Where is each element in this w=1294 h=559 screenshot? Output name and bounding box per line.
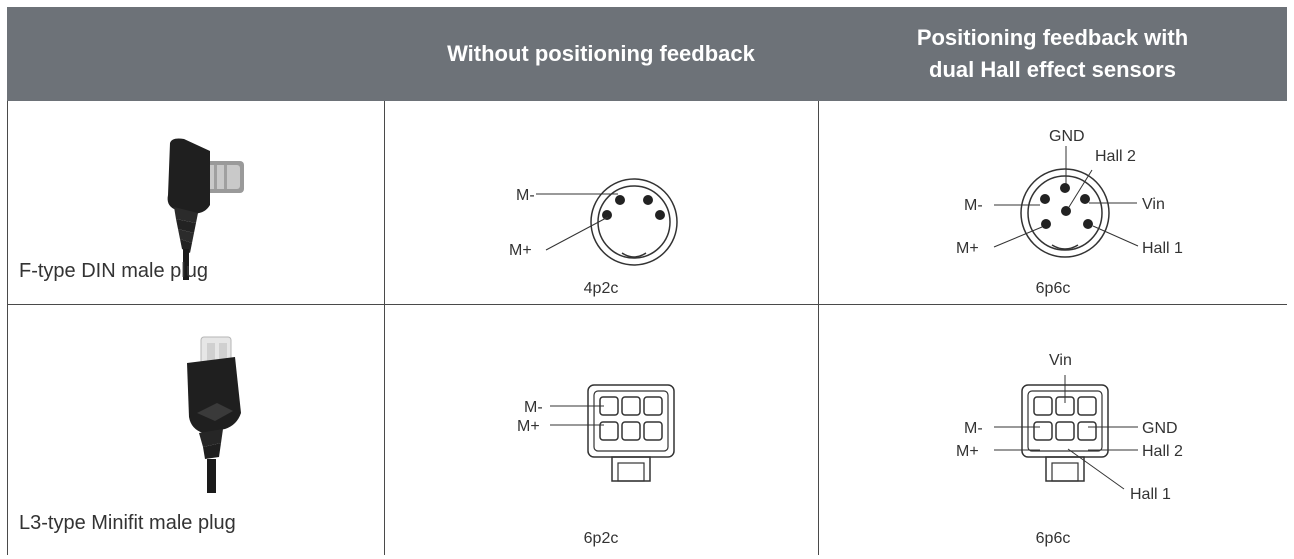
connector-4p2c-diagram: M- M+ xyxy=(509,178,678,266)
label-m-plus: M+ xyxy=(956,443,979,460)
label-hall-1: Hall 1 xyxy=(1130,486,1171,503)
connector-6p2c-diagram: M- M+ xyxy=(517,384,675,482)
header-without-feedback-text: Without positioning feedback xyxy=(447,41,755,66)
header-without-feedback: Without positioning feedback xyxy=(384,7,818,101)
connector-6p6c-circular-diagram: GND Hall 2 M- Vin M+ Hall 1 xyxy=(956,128,1183,258)
label-hall-2: Hall 2 xyxy=(1142,443,1183,460)
column-divider xyxy=(818,101,819,555)
label-m-minus: M- xyxy=(964,197,983,214)
label-hall-1: Hall 1 xyxy=(1142,240,1183,257)
table-border-left xyxy=(7,101,8,555)
header-with-feedback-line1: Positioning feedback with xyxy=(916,25,1189,50)
connector-6p6c-rectangular-diagram: Vin M- GND M+ Hall 2 Hall 1 xyxy=(956,352,1183,503)
label-m-plus: M+ xyxy=(509,242,532,259)
connector-caption: 6p6c xyxy=(1035,280,1071,297)
label-m-minus: M- xyxy=(524,399,543,416)
column-divider xyxy=(384,101,385,555)
plug-label: L3-type Minifit male plug xyxy=(19,512,236,534)
connector-caption: 6p2c xyxy=(583,530,619,547)
label-gnd: GND xyxy=(1142,420,1178,437)
table-header: Without positioning feedback Positioning… xyxy=(7,7,1287,101)
plug-label: F-type DIN male plug xyxy=(19,260,208,282)
label-gnd: GND xyxy=(1049,128,1085,145)
label-hall-2: Hall 2 xyxy=(1095,148,1136,165)
label-m-minus: M- xyxy=(964,420,983,437)
header-with-feedback: Positioning feedback with dual Hall effe… xyxy=(818,7,1287,101)
label-m-plus: M+ xyxy=(956,240,979,257)
label-vin: Vin xyxy=(1049,352,1072,369)
row-divider xyxy=(7,304,1287,305)
minifit-plug-image xyxy=(187,336,241,493)
label-m-minus: M- xyxy=(516,187,535,204)
label-m-plus: M+ xyxy=(517,418,540,435)
din-plug-image xyxy=(167,138,244,280)
header-with-feedback-line2: dual Hall effect sensors xyxy=(929,57,1176,82)
connector-caption: 6p6c xyxy=(1035,530,1071,547)
connector-caption: 4p2c xyxy=(583,280,619,297)
label-vin: Vin xyxy=(1142,196,1165,213)
connector-table: Without positioning feedback Positioning… xyxy=(7,7,1287,555)
